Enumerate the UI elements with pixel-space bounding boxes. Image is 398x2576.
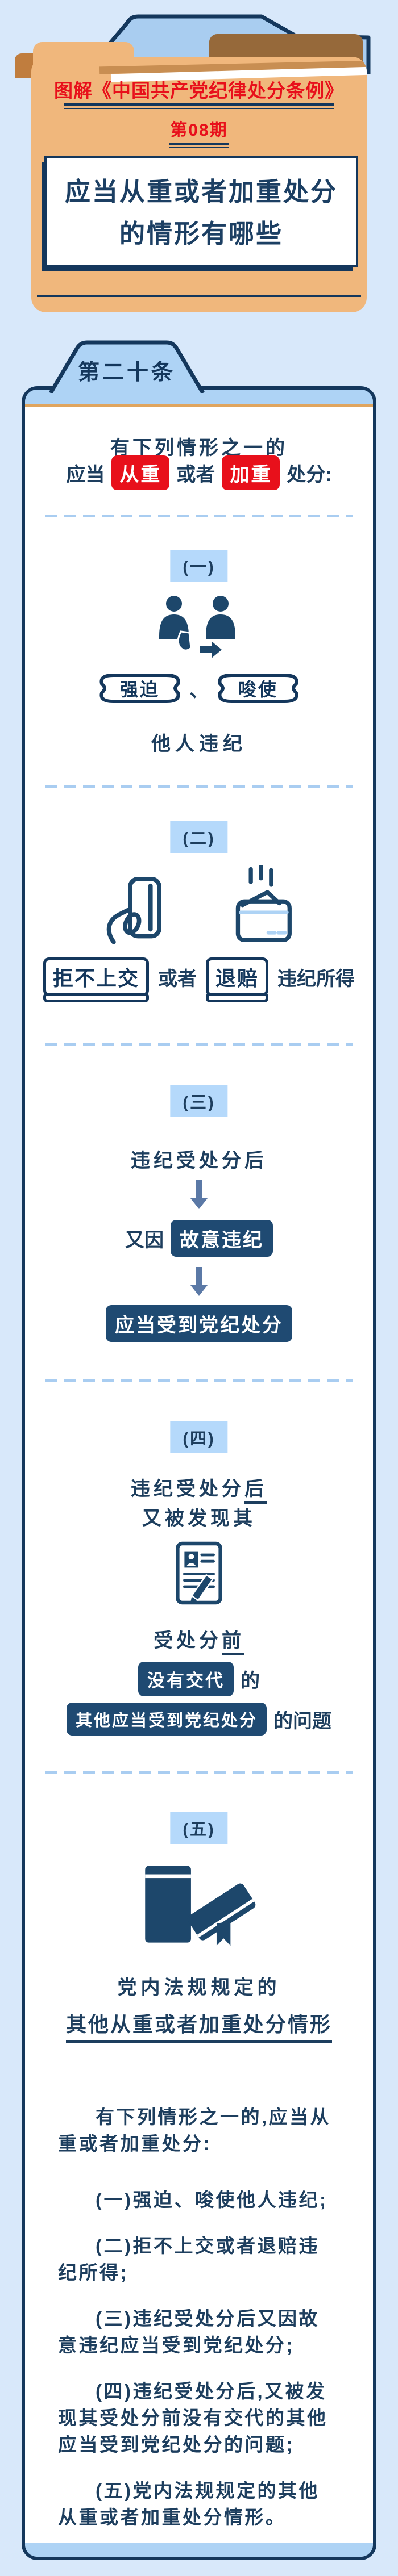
section5-line2-bold: 其他从重或者加重处分情形 [65, 2013, 332, 2043]
dashed-divider-5 [45, 1771, 353, 1774]
section3-line2-pre: 又因 [125, 1230, 164, 1251]
section3-badge: (三) [170, 1085, 228, 1117]
section1-caption: 他人违纪 [151, 733, 247, 755]
box-jubushangjiao: 拒不上交 [43, 957, 150, 1002]
bracket-shape-icon [218, 674, 298, 703]
section4-line1-pre: 违纪受处分 [131, 1478, 244, 1500]
refund-wallet-icon [235, 865, 292, 943]
section2-caption: 违纪所得 [277, 968, 355, 990]
section1-boxes: 强迫 、 唆使 [25, 672, 373, 704]
article-tab-label: 第二十条 [77, 361, 176, 384]
tab-shape-icon [48, 340, 205, 394]
issue-underline-thin [169, 147, 229, 148]
dashed-divider-1 [45, 515, 353, 517]
card-bottom-strip [25, 2543, 373, 2557]
section4-badge: (四) [170, 1421, 228, 1453]
bracket-box-label: 唆使 [238, 679, 278, 700]
section2-mid: 或者 [158, 968, 197, 990]
series-underline-thin [64, 108, 334, 109]
section1-separator: 、 [189, 679, 209, 701]
bracket-box-qiangpo: 强迫 [97, 672, 183, 704]
summary-item: (三)违纪受处分后又因故意违纪应当受到党纪处分; [58, 2308, 320, 2356]
summary-paragraph: 有下列情形之一的,应当从重或者加重处分: [58, 2106, 331, 2154]
summary-item: (五)党内法规规定的其他从重或者加重处分情形。 [58, 2480, 320, 2528]
chip-congzhong: 从重 [111, 455, 170, 490]
section1-badge: (一) [170, 550, 228, 582]
pill-dangjichufen: 应当受到党纪处分 [106, 1305, 292, 1342]
intro-mid: 或者 [176, 464, 215, 486]
intro-line1: 有下列情形之一的 [110, 437, 288, 459]
section3-line2: 又因 故意违纪 [25, 1220, 373, 1257]
folder-divider-line [37, 295, 361, 297]
section4-line4-suffix: 的 [241, 1670, 260, 1692]
page-title-line2: 的情形有哪些 [119, 219, 283, 248]
pill-meiyoujiaodai: 没有交代 [138, 1662, 234, 1696]
hand-holding-card-icon [106, 876, 161, 944]
section4-line1-emphasis: 后 [244, 1478, 267, 1504]
series-title: 图解《中国共产党纪律处分条例》 [54, 80, 344, 101]
summary-block: 有下列情形之一的,应当从重或者加重处分: (一)强迫、唆使他人违纪; (二)拒不… [58, 2104, 340, 2550]
section4-line5: 其他应当受到党纪处分 的问题 [25, 1703, 373, 1736]
issue-number: 第08期 [170, 121, 228, 140]
coerce-people-icon [159, 596, 235, 658]
intro-line2: 应当 从重 或者 加重 处分: [25, 455, 373, 490]
bracket-box-label: 强迫 [119, 679, 160, 700]
rulebooks-icon [145, 1866, 256, 1946]
section5-line1: 党内法规规定的 [117, 1977, 281, 1998]
section2-textrow: 拒不上交 或者 退赔 违纪所得 [25, 957, 373, 1002]
confession-document-icon [176, 1541, 222, 1605]
pill-qitadangjichufen: 其他应当受到党纪处分 [66, 1703, 267, 1736]
dashed-divider-4 [45, 1379, 353, 1382]
section4-line3-pre: 受处分 [154, 1630, 222, 1651]
intro-post: 处分: [287, 464, 332, 486]
article-tab: 第二十条 [48, 340, 206, 394]
title-card: 应当从重或者加重处分 的情形有哪些 [44, 156, 358, 267]
section5-badge: (五) [170, 1812, 228, 1844]
card-orange-line [25, 404, 373, 407]
main-card: 有下列情形之一的 应当 从重 或者 加重 处分: (一) [22, 386, 376, 2560]
series-underline-thick [64, 103, 334, 106]
section4-line1: 违纪受处分后 [25, 1473, 373, 1504]
section4-line2: 又被发现其 [142, 1508, 256, 1529]
summary-item: (二)拒不上交或者退赔违纪所得; [58, 2235, 320, 2283]
down-arrow-icon [190, 1180, 208, 1210]
section5-line2: 其他从重或者加重处分情形 [25, 2008, 373, 2043]
intro-pre: 应当 [66, 464, 105, 486]
down-arrow-icon [190, 1267, 208, 1297]
pill-guyiweiji: 故意违纪 [171, 1220, 273, 1257]
section3-line3: 应当受到党纪处分 [25, 1305, 373, 1342]
section4-line3-emphasis: 前 [222, 1630, 244, 1655]
summary-item: (一)强迫、唆使他人违纪; [96, 2189, 328, 2210]
box-tuipei: 退赔 [206, 957, 269, 1002]
folder-body: 图解《中国共产党纪律处分条例》 第08期 应当从重或者加重处分 的情形有哪些 [31, 57, 367, 312]
section2-badge: (二) [170, 821, 228, 853]
dashed-divider-2 [45, 785, 353, 788]
section2-icons [25, 865, 373, 948]
dashed-divider-3 [45, 1043, 353, 1046]
bracket-shape-icon [100, 674, 180, 703]
summary-item: (四)违纪受处分后,又被发现其受处分前没有交代的其他应当受到党纪处分的问题; [58, 2381, 328, 2455]
section4-line4: 没有交代 的 [25, 1662, 373, 1696]
page-title-line1: 应当从重或者加重处分 [64, 177, 338, 206]
section3-line1: 违纪受处分后 [131, 1150, 267, 1172]
bracket-box-suoshi: 唆使 [215, 672, 301, 704]
section4-line5-suffix: 的问题 [273, 1710, 331, 1732]
chip-jiazhong: 加重 [222, 455, 280, 490]
section4-line3: 受处分前 [25, 1625, 373, 1655]
issue-underline-thick [169, 143, 229, 145]
